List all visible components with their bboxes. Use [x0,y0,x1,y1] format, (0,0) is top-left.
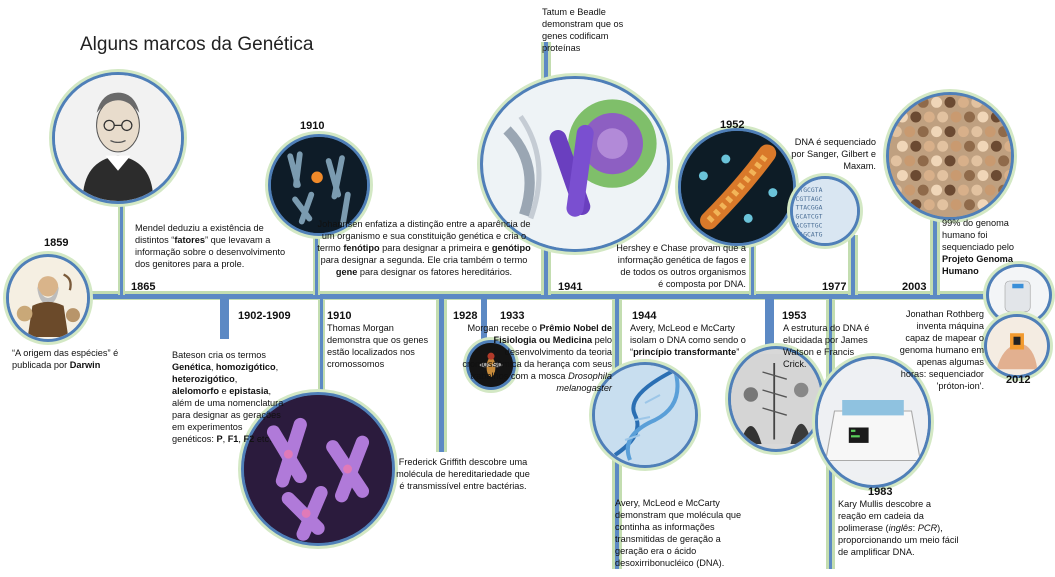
connector-1977-b [851,235,855,295]
year-1928: 1928 [453,310,478,322]
svg-text:TAGCATG: TAGCATG [796,231,823,239]
svg-text:ACGTTGC: ACGTTGC [796,222,823,230]
crowd-image [886,92,1014,220]
event-1933-text: Morgan recebe o Prêmio Nobel de Fisiolog… [462,323,612,393]
event-1902-text: Bateson cria os termos Genética, homozig… [172,350,284,444]
connector-1910b-b [320,299,323,419]
year-1952: 1952 [720,119,745,131]
year-1944: 1944 [632,310,657,322]
darwin-illustration [6,254,90,342]
svg-text:CGTTAGC: CGTTAGC [796,195,823,203]
year-1983: 1983 [868,486,893,498]
drosophila-image [466,340,516,390]
event-1941-text: Tatum e Beadle demonstram que os genes c… [542,7,624,53]
event-1977-text: DNA é sequenciado por Sanger, Gilbert e … [791,137,876,171]
phage-dna-image [678,128,796,246]
event-1865-text: Mendel deduziu a existência de distintos… [135,223,286,269]
watson-crick-photo [728,346,824,452]
cell-chromosome-image [480,76,670,252]
event-1944b-text: Avery, McLeod e McCarty demonstram que m… [615,498,742,568]
connector-1865-b [120,190,123,295]
year-1865: 1865 [131,281,156,293]
connector-1952-b [751,235,754,295]
svg-text:TTACGGA: TTACGGA [796,204,823,212]
event-2012-text: Jonathan Rothberg inventa máquina capaz … [899,309,984,391]
svg-text:ATGCGTA: ATGCGTA [796,186,823,194]
dna-helix-image [592,362,698,468]
event-1953-text: A estrutura do DNA é elucidada por James… [783,323,870,369]
svg-text:GCATCGT: GCATCGT [796,213,823,221]
mendel-portrait [52,72,184,204]
event-1944a-text: Avery, McLeod e McCarty isolam o DNA com… [630,323,746,357]
event-1859-text: “A origem das espécies” é publicada por … [12,348,119,370]
year-1941: 1941 [558,281,583,293]
event-1928-text: Frederick Griffith descobre uma molécula… [396,457,530,491]
connector-1902 [220,299,229,339]
year-1953: 1953 [782,310,807,322]
connector-2003-b [933,200,937,295]
page-title: Alguns marcos da Genética [80,34,314,55]
connector-1928-b [439,299,444,452]
year-2012: 2012 [1006,374,1031,386]
connector-1933 [481,299,487,339]
pcr-machine-image [815,356,931,488]
event-1983-text: Kary Mullis descobre a reação em cadeia … [838,499,959,557]
chromosomes-image [268,134,370,236]
chip-in-hand-image [984,314,1050,378]
connector-1910a-b [315,215,318,295]
event-1910a-text: Johannsen enfatiza a distinção entre a a… [317,219,531,277]
connector-1953 [765,299,774,349]
event-2003-text: 99% do genoma humano foi sequenciado pel… [942,218,1015,276]
year-1910-johannsen: 1910 [300,120,325,132]
year-1859: 1859 [44,237,69,249]
year-1902-1909: 1902-1909 [238,310,291,322]
chromosomes-purple-image [241,392,395,546]
year-2003: 2003 [902,281,927,293]
year-1977: 1977 [822,281,847,293]
event-1910b-text: Thomas Morgan demonstra que os genes est… [327,323,429,369]
timeline-axis-blue [30,294,990,299]
year-1910-morgan: 1910 [327,310,352,322]
event-1952-text: Hershey e Chase provam que a informação … [616,243,746,289]
year-1933: 1933 [500,310,525,322]
